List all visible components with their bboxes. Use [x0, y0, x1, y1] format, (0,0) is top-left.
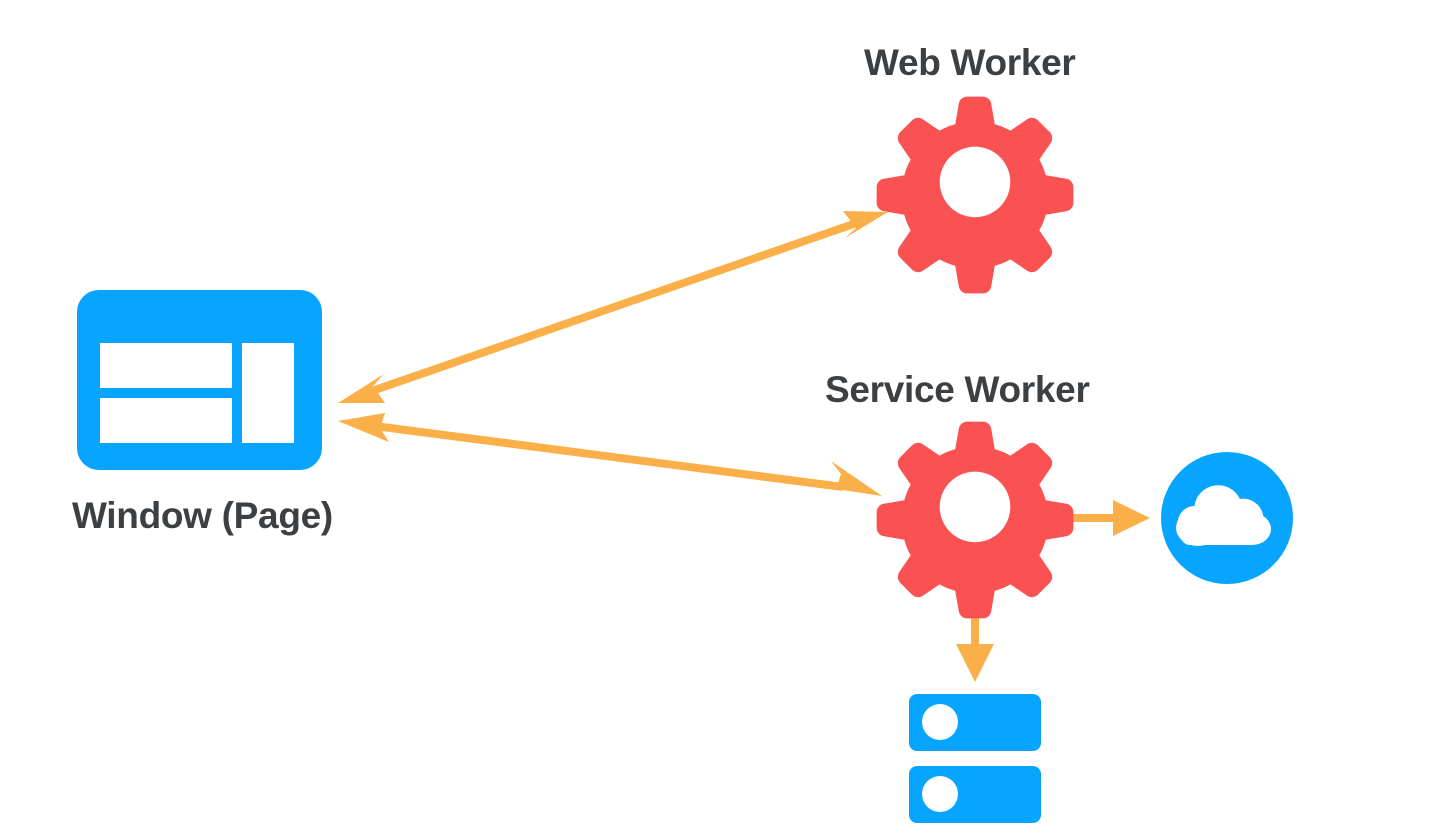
arrowhead-to-service-worker: [831, 461, 882, 496]
gear-shape: [876, 421, 1074, 619]
label-web-worker: Web Worker: [864, 42, 1076, 83]
database-indicator-bottom: [922, 776, 958, 812]
gear-shape: [876, 96, 1074, 294]
browser-window-icon[interactable]: [77, 290, 322, 470]
cloud-base: [1181, 527, 1257, 545]
arrowhead-to-storage: [956, 644, 994, 682]
connection-window-to-web-worker: [338, 211, 888, 403]
arrowhead-to-window: [338, 413, 389, 442]
label-window-page: Window (Page): [72, 495, 333, 536]
window-pane-right: [242, 343, 294, 443]
connection-window-to-service-worker: [338, 413, 882, 496]
arrowhead-to-web-worker: [843, 211, 888, 238]
database-icon[interactable]: [909, 694, 1041, 823]
window-pane-top-left: [100, 343, 232, 388]
connector-line: [370, 215, 870, 395]
connector-line: [374, 422, 844, 491]
gear-icon-service-worker[interactable]: [876, 421, 1074, 619]
arrowhead-to-window: [338, 374, 385, 403]
cloud-icon[interactable]: [1161, 452, 1293, 584]
window-pane-bottom-left: [100, 398, 232, 443]
arrowhead-to-cloud: [1113, 500, 1150, 536]
gear-icon-web-worker[interactable]: [876, 96, 1074, 294]
database-indicator-top: [922, 704, 958, 740]
label-service-worker: Service Worker: [825, 369, 1090, 410]
